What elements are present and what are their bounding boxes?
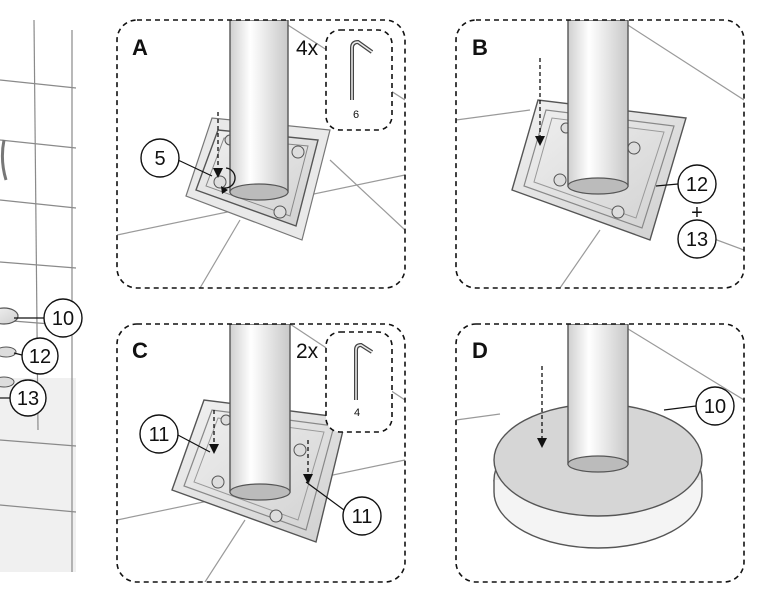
panel-a-quantity: 4x xyxy=(296,37,319,60)
allen-key-box-4: 4 xyxy=(325,331,393,433)
panel-d-callout-10: 10 xyxy=(663,386,735,426)
svg-text:11: 11 xyxy=(149,424,170,446)
panel-b-callout-12: 12 xyxy=(655,164,717,204)
panel-c-letter: C xyxy=(132,338,148,363)
svg-text:13: 13 xyxy=(17,388,39,410)
panel-b-plus: + xyxy=(691,202,703,224)
panel-a-callout-5: 5 xyxy=(140,138,213,178)
allen-key-size-6: 6 xyxy=(353,109,359,121)
overview-callout-13: 13 xyxy=(0,379,47,417)
panel-a-letter: A xyxy=(132,35,148,60)
panel-d-letter: D xyxy=(472,338,488,363)
svg-text:13: 13 xyxy=(686,229,708,251)
svg-text:12: 12 xyxy=(29,346,51,368)
overview-callout-10: 10 xyxy=(14,298,83,338)
panel-b-letter: B xyxy=(472,35,488,60)
panel-c-callout-11-left: 11 xyxy=(139,414,211,454)
panel-c: C 2x 4 11 11 xyxy=(116,323,406,583)
insert-arrow-c-left xyxy=(209,410,219,454)
panel-c-callout-11-right: 11 xyxy=(305,481,382,536)
panel-c-quantity: 2x xyxy=(296,340,319,363)
svg-text:11: 11 xyxy=(352,506,373,528)
svg-text:10: 10 xyxy=(704,396,726,418)
overview-view xyxy=(0,19,76,572)
insert-arrow-c-right xyxy=(303,440,313,484)
svg-text:5: 5 xyxy=(154,148,165,170)
panel-b-callout-13: 13 xyxy=(677,219,717,259)
svg-text:10: 10 xyxy=(52,308,74,330)
allen-key-size-4: 4 xyxy=(354,407,360,419)
insert-arrow-a xyxy=(213,112,236,194)
insert-arrow-d xyxy=(537,366,547,448)
panel-d: D 10 xyxy=(455,323,745,583)
insert-arrow-b xyxy=(535,58,545,146)
overview-callout-12: 12 xyxy=(13,337,59,375)
panel-a: A 4x 6 5 xyxy=(116,19,406,289)
panel-b: B 12 + 13 xyxy=(455,19,745,289)
svg-text:12: 12 xyxy=(686,174,708,196)
allen-key-box-6: 6 xyxy=(325,29,393,131)
